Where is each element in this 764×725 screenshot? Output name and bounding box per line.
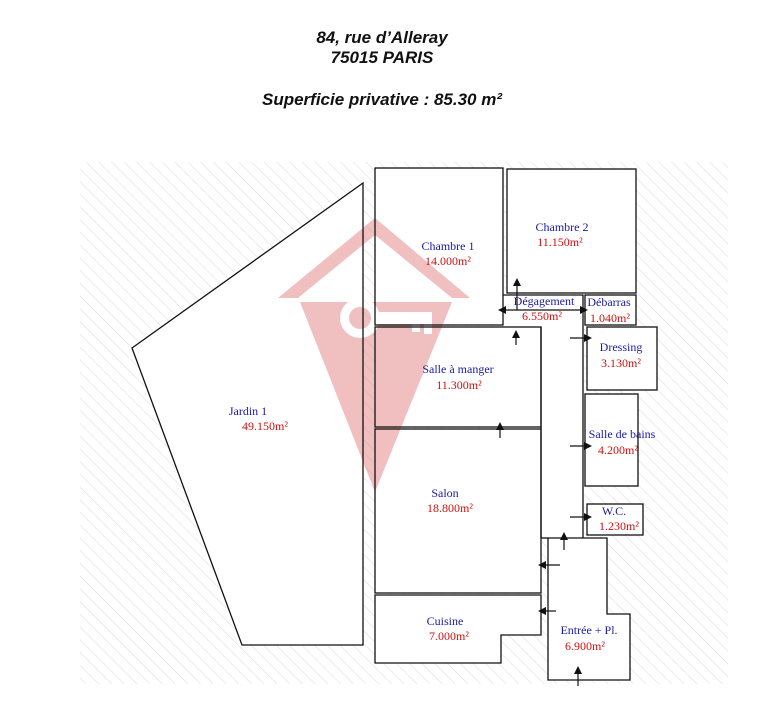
cuisine-area: 7.000m² [429, 629, 469, 643]
degagement-area: 6.550m² [522, 309, 562, 323]
salon-area: 18.800m² [427, 501, 473, 515]
salon-outline [374, 428, 542, 594]
chambre2-area: 11.150m² [537, 235, 583, 249]
jardin-area: 49.150m² [242, 419, 288, 433]
salle-manger-outline [374, 326, 542, 428]
dressing-name: Dressing [600, 340, 643, 354]
dressing-outline [586, 326, 658, 391]
debarras-name: Débarras [587, 295, 631, 309]
chambre1-outline [374, 167, 504, 326]
jardin-outline [131, 181, 364, 646]
salle-manger-name: Salle à manger [422, 362, 493, 376]
house-key-location-pin-icon [278, 218, 470, 492]
dressing-area: 3.130m² [601, 356, 641, 370]
entree-area: 6.900m² [565, 639, 605, 653]
chambre1-area: 14.000m² [425, 254, 471, 268]
address-city: 75015 PARIS [330, 48, 434, 67]
salle-bains-name: Salle de bains [589, 427, 656, 441]
surface-title: Superficie privative : 85.30 m² [262, 90, 502, 109]
salle-bains-outline [584, 393, 639, 487]
salle-manger-area: 11.300m² [436, 378, 482, 392]
address-street: 84, rue d’Alleray [316, 28, 448, 47]
room-labels: Jardin 1 49.150m² Chambre 1 14.000m² Cha… [229, 220, 656, 653]
degagement-outline [503, 294, 584, 538]
cuisine-name: Cuisine [427, 614, 464, 628]
chambre2-name: Chambre 2 [536, 220, 589, 234]
jardin-name: Jardin 1 [229, 404, 267, 418]
cuisine-outline [374, 594, 542, 664]
salon-name: Salon [431, 486, 458, 500]
salle-bains-area: 4.200m² [598, 443, 638, 457]
wc-name: W.C. [602, 504, 626, 518]
entree-outline [547, 537, 631, 681]
wc-area: 1.230m² [599, 519, 639, 533]
entree-name: Entrée + Pl. [560, 623, 617, 637]
door-arrows [496, 278, 592, 686]
debarras-area: 1.040m² [590, 311, 630, 325]
degagement-name: Dégagement [514, 294, 575, 308]
chambre1-name: Chambre 1 [422, 239, 475, 253]
chambre2-outline [506, 168, 637, 294]
